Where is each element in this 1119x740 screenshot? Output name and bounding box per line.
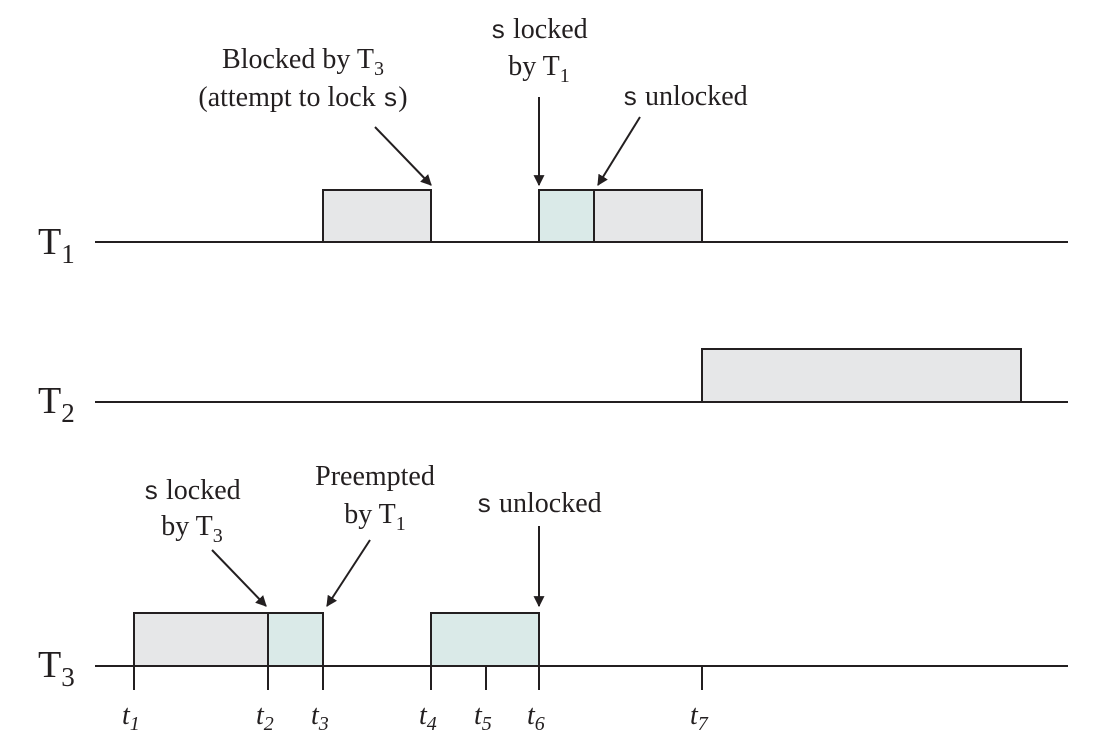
time-label-t6: t6 [527,700,545,735]
block-t3-critical-1 [267,612,324,667]
time-label-t4: t4 [419,700,437,735]
time-label-t7: t7 [690,700,709,735]
annotation-s-unlocked-t1: s unlocked [597,81,748,186]
time-label-t3: t3 [311,700,329,735]
arrow-t3-locked [211,549,267,607]
block-t1-after-unlock [593,189,703,243]
time-label-t2: t2 [256,700,274,735]
arrow-blocked [374,126,432,186]
task-label-t2: T2 [38,380,75,428]
annotation-s-locked-by-t3: s locked by T3 [143,475,267,607]
annotation-preempted-line2: by T1 [344,499,406,535]
block-t1-blocked [322,189,432,243]
time-labels: t1 t2 t3 t4 t5 t6 t7 [122,700,709,735]
block-t2-run [701,348,1022,403]
block-t3-run [133,612,269,667]
annotation-t1-locked-line1: s locked [490,14,587,46]
task-row-t3: T3 [38,612,1068,692]
annotation-t3-locked-line2: by T3 [161,511,223,547]
annotation-s-unlocked-t3: s unlocked [476,488,602,608]
annotation-preempted-line1: Preempted [315,461,435,492]
task-row-t1: T1 [38,189,1068,269]
arrow-preempted [326,539,371,607]
annotation-t1-unlocked: s unlocked [622,81,747,113]
annotation-t3-unlocked: s unlocked [476,488,601,520]
task-row-t2: T2 [38,348,1068,428]
annotation-t3-locked-line1: s locked [143,475,240,507]
time-label-t5: t5 [474,700,492,735]
block-t3-critical-2 [430,612,540,667]
annotation-s-locked-by-t1: s locked by T1 [490,14,588,187]
annotation-preempted-by-t1: Preempted by T1 [315,461,435,607]
block-t1-critical [538,189,595,243]
arrow-t1-unlocked [597,116,641,186]
time-ticks [133,666,703,690]
annotation-blocked-by-t3: Blocked by T3 (attempt to lock s) [198,44,432,186]
task-label-t1: T1 [38,221,75,269]
time-label-t1: t1 [122,700,140,735]
annotation-blocked-line2: (attempt to lock s) [198,82,407,114]
annotation-blocked-line1: Blocked by T3 [222,44,384,80]
task-label-t3: T3 [38,644,75,692]
annotation-t1-locked-line2: by T1 [508,51,570,87]
